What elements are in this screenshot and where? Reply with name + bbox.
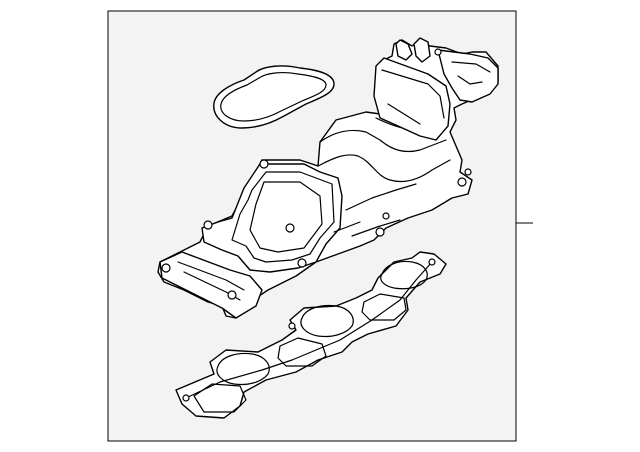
throttle-body-gasket [213, 65, 335, 129]
intake-manifold-gasket [175, 251, 447, 419]
intake-manifold [157, 37, 499, 319]
